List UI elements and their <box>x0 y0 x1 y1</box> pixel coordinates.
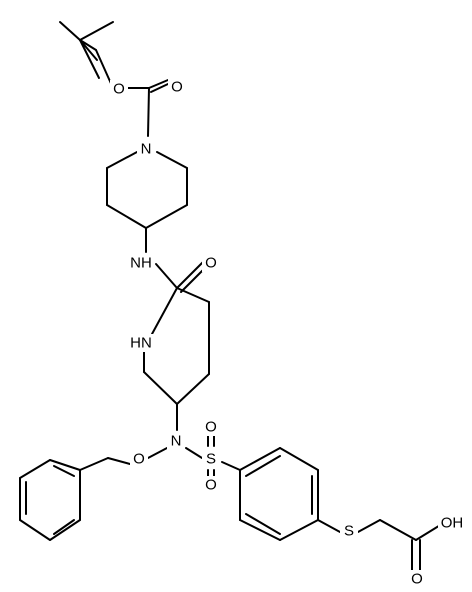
svg-text:O: O <box>171 79 183 96</box>
atom-label-o-sulfonyl-bottom: O <box>202 476 220 494</box>
svg-text:S: S <box>344 523 354 540</box>
bond-11 <box>156 151 188 169</box>
atom-labels: O O N NH O HN N O <box>110 78 466 588</box>
svg-text:S: S <box>206 451 216 468</box>
svg-text:N: N <box>171 433 182 450</box>
bond-54 <box>317 519 341 533</box>
bond-27 <box>147 447 168 459</box>
bond-33 <box>19 519 51 541</box>
bond-7 <box>148 79 169 89</box>
svg-text:NH: NH <box>130 255 152 272</box>
bond-21 <box>151 287 178 335</box>
bond-46 <box>279 447 319 471</box>
atom-label-s-sulfonyl: S <box>202 450 220 468</box>
svg-text:HN: HN <box>130 335 152 352</box>
atom-label-o-benzyloxy: O <box>130 450 148 468</box>
bond-56 <box>379 519 417 541</box>
bond-34 <box>49 519 81 541</box>
atom-label-nh-ring: HN <box>128 334 154 352</box>
bond-28 <box>107 457 131 465</box>
bond-8 <box>150 83 169 93</box>
bond-17 <box>155 263 178 289</box>
atom-label-oh-acid: OH <box>438 514 466 532</box>
bond-44 <box>221 461 241 471</box>
bond-38 <box>53 465 75 477</box>
atom-label-o-carbonyl: O <box>168 78 186 96</box>
bond-45 <box>239 447 281 471</box>
bond-39 <box>185 447 203 459</box>
atom-label-n-piperidine: N <box>137 140 155 158</box>
atom-label-o-amide: O <box>202 254 220 272</box>
svg-text:O: O <box>133 451 145 468</box>
bond-29 <box>79 457 109 471</box>
bond-25 <box>176 373 210 405</box>
bond-2 <box>59 21 81 41</box>
atom-label-nh-amide: NH <box>128 254 154 272</box>
bond-lines <box>19 21 443 571</box>
bond-57 <box>415 523 443 541</box>
bond-55 <box>357 519 381 533</box>
bond-30 <box>49 459 81 471</box>
svg-text:O: O <box>205 255 217 272</box>
atom-label-n-sulfonamide: N <box>167 432 185 450</box>
bond-14 <box>106 204 147 229</box>
bond-15 <box>145 204 188 229</box>
bond-9 <box>147 87 150 137</box>
atom-label-o-ether: O <box>110 80 128 98</box>
bond-18 <box>176 261 204 289</box>
bond-51 <box>245 455 281 477</box>
svg-text:N: N <box>141 141 152 158</box>
svg-text:O: O <box>113 81 125 98</box>
svg-text:OH: OH <box>441 515 464 532</box>
svg-text:O: O <box>205 419 217 436</box>
atom-label-s-thioether: S <box>340 522 358 540</box>
bond-24 <box>143 371 178 405</box>
atom-label-o-acid: O <box>408 570 426 588</box>
bond-49 <box>239 519 281 541</box>
bond-4 <box>79 39 100 79</box>
bond-0 <box>79 21 114 41</box>
svg-text:O: O <box>411 571 423 588</box>
bond-10 <box>106 151 138 169</box>
svg-text:O: O <box>205 477 217 494</box>
bond-48 <box>279 519 319 541</box>
bond-20 <box>176 287 210 303</box>
bond-3 <box>79 39 98 61</box>
bond-37 <box>53 519 75 535</box>
bond-53 <box>245 513 281 535</box>
atom-label-o-sulfonyl-top: O <box>202 418 220 436</box>
bond-31 <box>19 459 51 479</box>
